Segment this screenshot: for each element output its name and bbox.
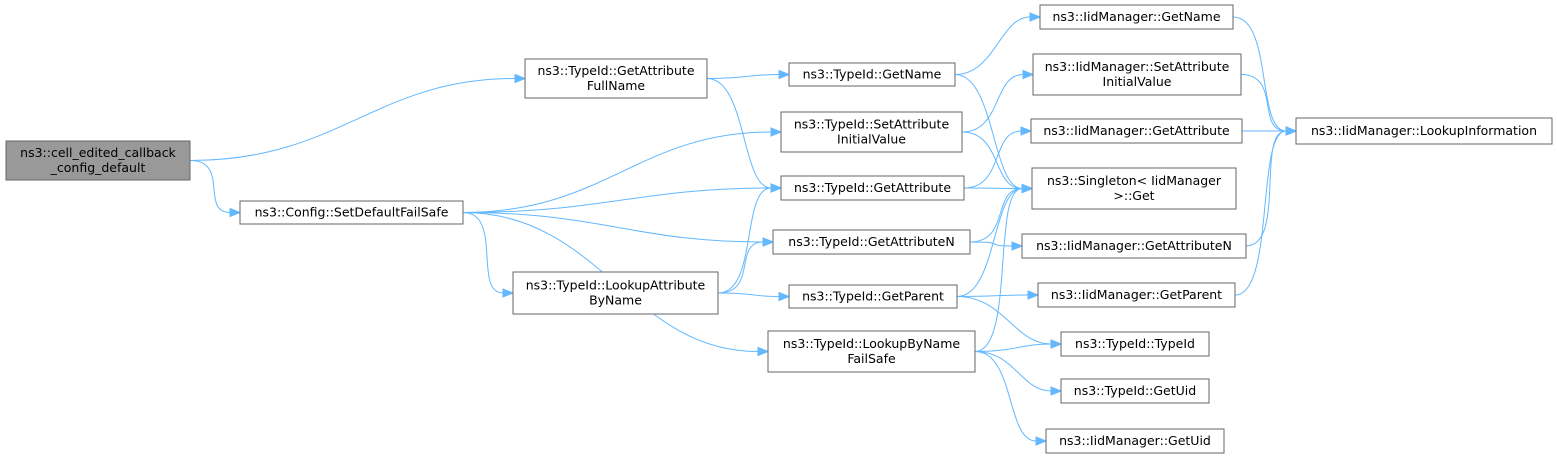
edge-tgn-imgn [954, 12, 1042, 75]
graph-node-imgan[interactable]: ns3::IidManager::GetAttributeN [1021, 233, 1247, 259]
graph-node-imga[interactable]: ns3::IidManager::GetAttribute [1030, 118, 1243, 144]
edge-imgn-imli [1232, 16, 1298, 136]
edge-tgan-imgan [969, 241, 1024, 251]
node-box [1060, 331, 1210, 357]
node-label: ns3::TypeId::GetAttribute [537, 63, 694, 78]
node-label: ns3::IidManager::GetAttribute [1043, 123, 1230, 138]
graph-node-tgan[interactable]: ns3::TypeId::GetAttributeN [772, 229, 971, 255]
graph-node-sing[interactable]: ns3::Singleton< IidManager>::Get [1031, 167, 1237, 210]
node-label: ns3::IidManager::GetName [1052, 9, 1220, 24]
edge-cfg-tgan [462, 212, 775, 247]
graph-node-tga[interactable]: ns3::TypeId::GetAttribute [780, 175, 965, 201]
call-edges [189, 12, 1298, 446]
node-label: ns3::TypeId::GetAttribute [794, 180, 951, 195]
node-box [1030, 118, 1243, 144]
graph-node-imgp[interactable]: ns3::IidManager::GetParent [1037, 282, 1236, 308]
edge-tga-imga [963, 126, 1033, 189]
node-box [1060, 378, 1210, 404]
node-label: ns3::TypeId::SetAttribute [794, 117, 950, 132]
node-label: ns3::Config::SetDefaultFailSafe [255, 205, 449, 220]
graph-node-imgn[interactable]: ns3::IidManager::GetName [1039, 4, 1234, 30]
node-label: >::Get [1113, 188, 1154, 203]
edge-tlbn-ttid [974, 339, 1063, 352]
node-box [1037, 282, 1236, 308]
node-box [5, 140, 191, 181]
graph-node-imguid[interactable]: ns3::IidManager::GetUid [1045, 428, 1225, 454]
node-label: _config_default [50, 160, 146, 175]
node-label: ns3::IidManager::SetAttribute [1045, 59, 1230, 74]
edge-cfg-tga [462, 183, 783, 213]
node-label: ByName [589, 293, 642, 308]
node-label: ns3::IidManager::GetUid [1059, 433, 1211, 448]
node-label: ns3::cell_edited_callback [20, 145, 176, 160]
node-label: ns3::TypeId::GetAttributeN [788, 234, 954, 249]
node-box [780, 175, 965, 201]
graph-node-imsaiv[interactable]: ns3::IidManager::SetAttributeInitialValu… [1032, 53, 1242, 96]
graph-node-imli[interactable]: ns3::IidManager::LookupInformation [1295, 117, 1553, 145]
node-label: ns3::IidManager::LookupInformation [1311, 123, 1537, 138]
graph-node-ttid[interactable]: ns3::TypeId::TypeId [1060, 331, 1210, 357]
edge-labn-tga [717, 183, 783, 294]
edge-tlbn-tguid [974, 351, 1063, 396]
node-label: ns3::IidManager::GetParent [1051, 287, 1222, 302]
edge-imgan-imli [1245, 126, 1298, 247]
edge-tlbn-sing [974, 183, 1034, 352]
edge-labn-tgp [717, 291, 791, 302]
edge-tgan-sing [969, 183, 1034, 243]
call-nodes: ns3::cell_edited_callback_config_default… [5, 4, 1553, 454]
node-box [767, 330, 976, 373]
edge-tgn-sing [954, 74, 1034, 194]
edge-cfg-tsaiv [462, 127, 783, 213]
edge-tgp-imgp [956, 290, 1040, 300]
node-label: ns3::TypeId::GetParent [802, 289, 944, 304]
node-label: ns3::TypeId::TypeId [1075, 336, 1195, 351]
edge-cfg-labn [462, 212, 515, 298]
node-box [1031, 167, 1237, 210]
node-label: ns3::TypeId::LookupAttribute [526, 278, 706, 293]
node-box [788, 284, 958, 309]
node-label: FailSafe [847, 351, 896, 366]
node-label: ns3::IidManager::GetAttributeN [1036, 238, 1232, 253]
node-box [780, 111, 963, 153]
graph-node-root[interactable]: ns3::cell_edited_callback_config_default [5, 140, 191, 181]
node-box [1032, 53, 1242, 96]
node-box [772, 229, 971, 255]
node-label: FullName [587, 78, 646, 93]
node-box [1021, 233, 1247, 259]
node-box [512, 271, 719, 315]
edge-tsaiv-imsaiv [961, 69, 1035, 133]
node-label: InitialValue [1103, 74, 1172, 89]
node-box [1295, 117, 1553, 145]
node-label: ns3::TypeId::GetUid [1074, 383, 1196, 398]
graph-node-tgp[interactable]: ns3::TypeId::GetParent [788, 284, 958, 309]
edge-root-gafn [189, 73, 527, 161]
edge-gafn-tgn [706, 69, 791, 80]
node-box [239, 200, 464, 225]
edge-gafn-tga [706, 78, 783, 193]
graph-node-tgn[interactable]: ns3::TypeId::GetName [788, 62, 956, 87]
edge-labn-tgan [717, 237, 775, 294]
edge-imgp-imli [1234, 126, 1298, 296]
node-label: ns3::TypeId::LookupByName [783, 336, 960, 351]
edge-tsaiv-sing [961, 131, 1034, 194]
node-box [788, 62, 956, 87]
graph-node-tguid[interactable]: ns3::TypeId::GetUid [1060, 378, 1210, 404]
edge-tlbn-imguid [974, 351, 1048, 446]
node-box [1039, 4, 1234, 30]
edge-root-cfg [189, 160, 242, 218]
graph-node-cfg[interactable]: ns3::Config::SetDefaultFailSafe [239, 200, 464, 225]
node-label: InitialValue [837, 132, 906, 147]
node-box [1045, 428, 1225, 454]
node-label: ns3::TypeId::GetName [803, 67, 942, 82]
node-box [524, 58, 708, 99]
node-label: ns3::Singleton< IidManager [1047, 173, 1222, 188]
